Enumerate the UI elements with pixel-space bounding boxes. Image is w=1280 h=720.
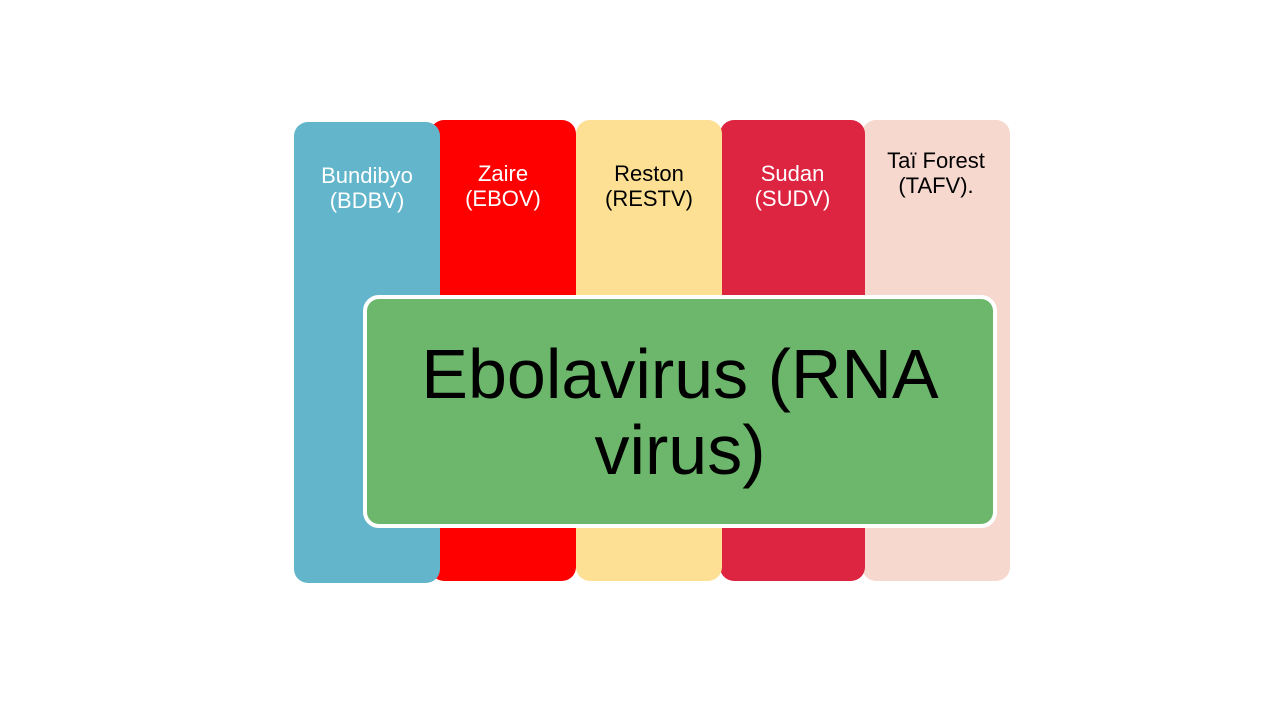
ebolavirus-box: Ebolavirus (RNA virus) (363, 295, 997, 528)
column-label: Zaire (EBOV) (465, 161, 541, 211)
ebolavirus-label: Ebolavirus (RNA virus) (421, 334, 939, 489)
column-label: Sudan (SUDV) (754, 161, 831, 211)
column-label: Reston (RESTV) (605, 161, 693, 211)
column-label: Taï Forest (TAFV). (887, 148, 985, 198)
column-label: Bundibyo (BDBV) (321, 163, 413, 213)
